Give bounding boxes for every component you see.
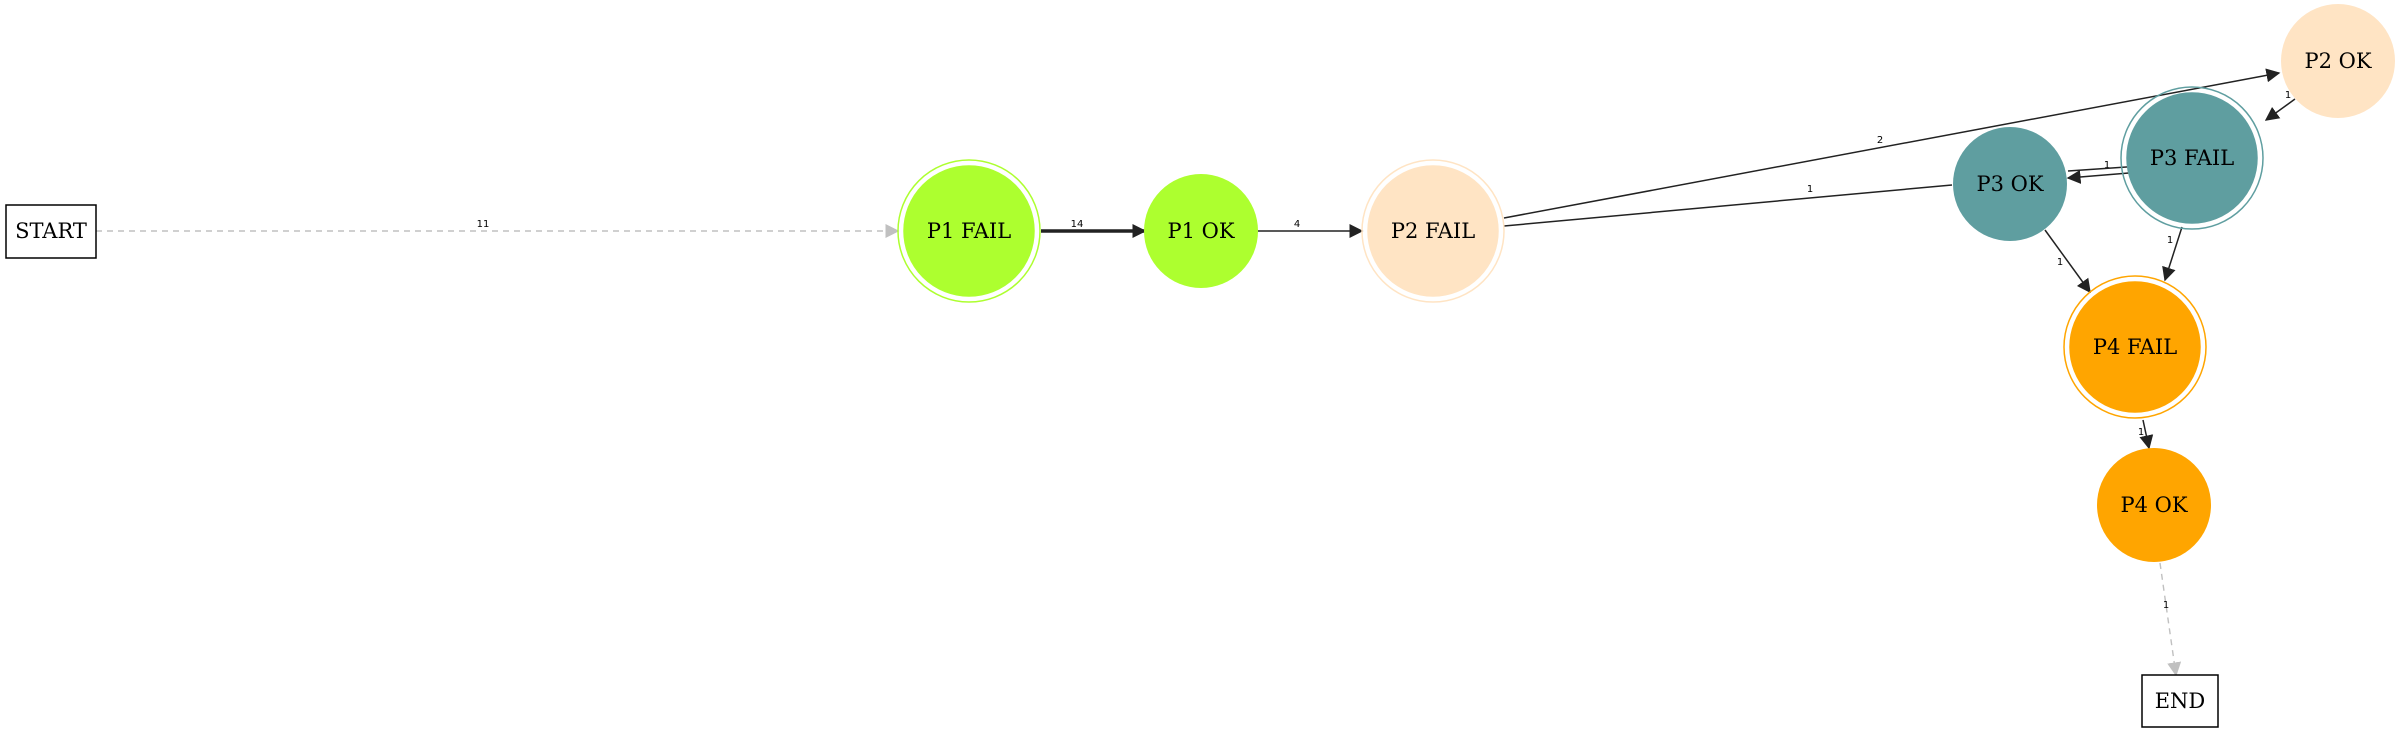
node-label-p4-ok: P4 OK: [2120, 493, 2187, 517]
node-label-p2-fail: P2 FAIL: [1391, 219, 1475, 243]
node-p1-fail: P1 FAIL: [897, 159, 1041, 303]
node-p4-fail: P4 FAIL: [2063, 275, 2207, 419]
node-start: START: [5, 204, 97, 259]
node-label-p2-ok: P2 OK: [2304, 49, 2371, 73]
edge-label-p2-ok-to-p3-fail: 1: [2285, 90, 2291, 101]
edge-p3-fail-to-p4-fail: [2162, 226, 2183, 282]
node-p1-ok: P1 OK: [1144, 174, 1258, 288]
edge-label-p2-fail-to-p2-ok: 2: [1877, 135, 1883, 146]
edge-label-p3-fail-to-p4-fail: 1: [2167, 235, 2173, 246]
edge-label-p4-ok-to-end: 1: [2163, 600, 2169, 611]
node-label-end: END: [2155, 689, 2206, 713]
edge-label-p1-ok-to-p2-fail: 4: [1294, 219, 1300, 230]
edge-p2-fail-to-p3-ok: [1503, 184, 1953, 227]
node-label-p4-fail: P4 FAIL: [2093, 335, 2177, 359]
edge-p2-fail-to-p2-ok: [1503, 68, 2281, 219]
node-label-p3-fail: P3 FAIL: [2150, 146, 2234, 170]
edge-label-p4-fail-to-p4-ok: 1: [2138, 427, 2144, 438]
edge-label-p3-ok-to-p4-fail: 1: [2057, 257, 2063, 268]
node-label-start: START: [15, 219, 87, 243]
node-p3-ok: P3 OK: [1953, 127, 2067, 241]
edge-label-p3-ok-to-p3-fail: 1: [2104, 160, 2110, 171]
node-p4-ok: P4 OK: [2097, 448, 2211, 562]
node-end: END: [2141, 674, 2219, 728]
edge-p4-fail-to-p4-ok: [2139, 419, 2154, 450]
edge-label-start-to-p1-fail: 11: [477, 219, 490, 230]
node-p2-ok: P2 OK: [2281, 4, 2395, 118]
edge-p2-ok-to-p3-fail: [2264, 98, 2296, 121]
node-p3-fail: P3 FAIL: [2120, 86, 2264, 230]
edge-p3-ok-to-p4-fail: [2044, 229, 2091, 294]
node-label-p3-ok: P3 OK: [1976, 172, 2043, 196]
node-label-p1-fail: P1 FAIL: [927, 219, 1011, 243]
node-p2-fail: P2 FAIL: [1361, 159, 1505, 303]
edge-p4-ok-to-end: [2159, 562, 2182, 677]
edge-label-p1-fail-to-p1-ok: 14: [1071, 219, 1084, 230]
node-label-p1-ok: P1 OK: [1167, 219, 1234, 243]
nodes: START P1 FAIL P1 OK P2 FAIL P2 OK P3 OK: [5, 4, 2395, 728]
edges: 11 14 4 2 1 1 1 1 1 1 1: [96, 68, 2296, 677]
edge-label-p2-fail-to-p3-ok: 1: [1807, 184, 1813, 195]
